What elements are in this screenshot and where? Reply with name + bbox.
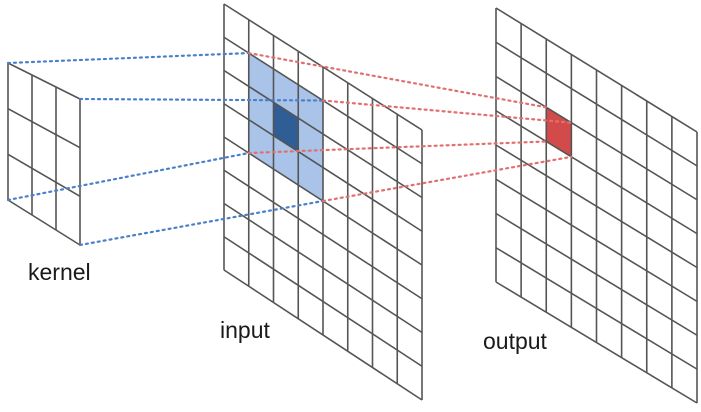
projection-layer — [6, 51, 573, 247]
input-grid-hline — [223, 3, 423, 131]
output-projection-line — [321, 99, 573, 124]
kernel-grid — [7, 62, 81, 246]
output-grid-hline — [495, 41, 698, 167]
output-projection-line — [247, 140, 548, 155]
kernel-projection-line — [6, 151, 250, 202]
grid-layer — [7, 3, 698, 404]
input-grid-hline — [223, 169, 423, 300]
kernel-grid-hline — [7, 199, 81, 246]
kernel-grid-hline — [7, 62, 81, 100]
output-grid-hline — [495, 7, 698, 133]
output-grid-hline — [495, 178, 698, 303]
output-projection-line — [321, 155, 573, 203]
output-grid-hline — [495, 110, 698, 235]
output-grid — [495, 7, 698, 404]
input-grid-hline — [223, 236, 423, 367]
kernel-label: kernel — [28, 259, 91, 285]
input-grid-hline — [223, 202, 423, 334]
kernel-projection-line — [78, 199, 325, 247]
output-grid-hline — [495, 144, 698, 269]
kernel-projection-line — [6, 51, 250, 65]
input-grid-hline — [223, 103, 423, 232]
output-grid-hline — [495, 281, 698, 404]
output-label: output — [483, 328, 548, 354]
kernel-projection-line — [78, 97, 325, 102]
kernel-grid-hline — [7, 153, 81, 198]
output-grid-hline — [495, 247, 698, 370]
kernel-grid-hline — [7, 107, 81, 149]
input-grid-hline — [223, 69, 423, 199]
output-projection-line — [247, 51, 548, 109]
input-label: input — [220, 317, 270, 343]
input-grid-hline — [223, 269, 423, 401]
output-grid-hline — [495, 75, 698, 201]
output-grid-hline — [495, 212, 698, 336]
